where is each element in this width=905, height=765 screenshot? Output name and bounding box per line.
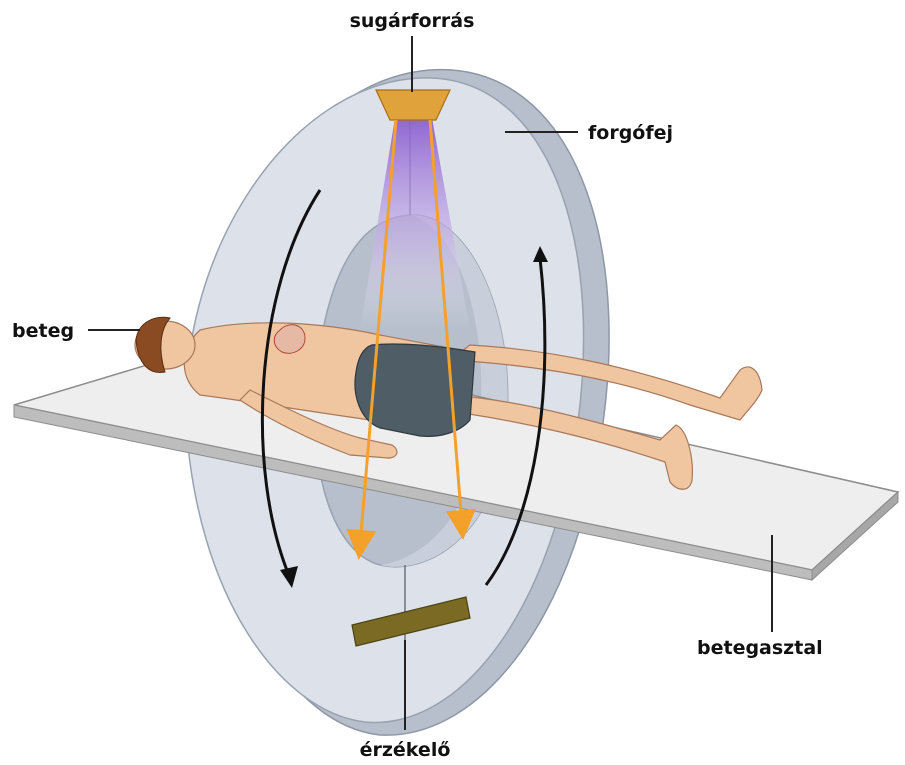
label-patient: beteg — [12, 320, 74, 342]
label-rotating-head: forgófej — [588, 122, 673, 144]
label-source: sugárforrás — [350, 10, 475, 32]
label-detector: érzékelő — [360, 739, 451, 761]
label-table: betegasztal — [697, 637, 823, 659]
